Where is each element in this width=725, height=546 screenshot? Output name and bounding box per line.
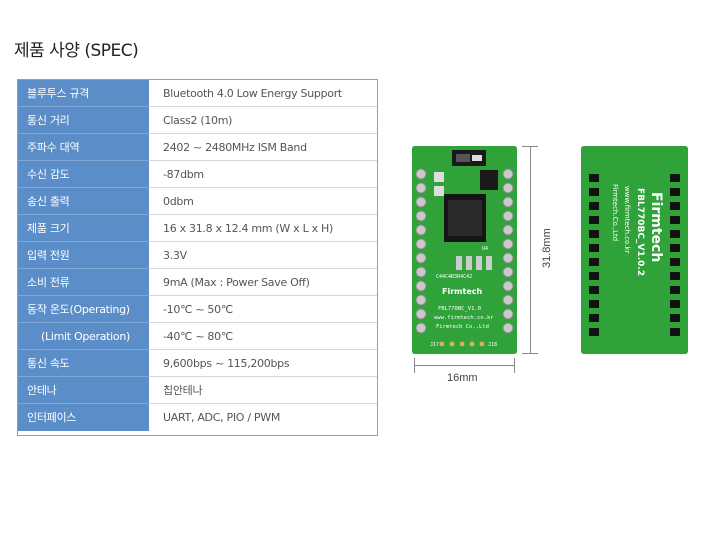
spec-row-frequency: 주파수 대역 2402 ~ 2480MHz ISM Band (18, 134, 377, 161)
pcb-back-brand: Firmtech (648, 192, 664, 263)
spec-row-op-temp: 동작 온도(Operating) -10℃ ~ 50℃ (18, 296, 377, 323)
spec-value: -40℃ ~ 80℃ (149, 323, 377, 350)
width-dimension-line (414, 365, 515, 366)
spec-row-tx-power: 송신 출력 0dbm (18, 188, 377, 215)
width-dimension-tick-right (514, 358, 515, 373)
pcb-front-brand: Firmtech (442, 287, 483, 296)
pcb-front-image: C44C4R3R4C42 U4 Firmtech FBL770BC_V1.0 w… (412, 146, 517, 354)
length-dimension-tick-bottom (522, 353, 538, 354)
spec-value: -87dbm (149, 161, 377, 188)
pcb-front-url: www.firmtech.co.kr (434, 315, 494, 321)
spec-row-speed: 통신 속도 9,600bps ~ 115,200bps (18, 350, 377, 377)
length-dimension-line (530, 146, 531, 354)
pcb-front-company: Firmtech Co.,Ltd (436, 324, 489, 330)
spec-value: 2402 ~ 2480MHz ISM Band (149, 134, 377, 161)
spec-value: 칩안테나 (149, 377, 377, 404)
spec-value: -10℃ ~ 50℃ (149, 296, 377, 323)
spec-label: (Limit Operation) (18, 323, 149, 350)
spec-row-antenna: 안테나 칩안테나 (18, 377, 377, 404)
spec-label: 입력 전원 (18, 242, 149, 269)
spec-label: 통신 거리 (18, 107, 149, 134)
spec-row-range: 통신 거리 Class2 (10m) (18, 107, 377, 134)
spec-row-current: 소비 전류 9mA (Max : Power Save Off) (18, 269, 377, 296)
spec-value: Class2 (10m) (149, 107, 377, 134)
spec-value: 16 x 31.8 x 12.4 mm (W x L x H) (149, 215, 377, 242)
spec-row-limit-temp: (Limit Operation) -40℃ ~ 80℃ (18, 323, 377, 350)
spec-label: 주파수 대역 (18, 134, 149, 161)
pcb-front-j18: J18 (488, 342, 498, 348)
width-dimension-label: 16mm (447, 372, 478, 384)
spec-row-power: 입력 전원 3.3V (18, 242, 377, 269)
spec-value: UART, ADC, PIO / PWM (149, 404, 377, 431)
spec-row-interface: 인터페이스 UART, ADC, PIO / PWM (18, 404, 377, 431)
length-dimension-label: 31.8mm (541, 228, 553, 268)
spec-label: 동작 온도(Operating) (18, 296, 149, 323)
pcb-back-model: FBL770BC_V1.0.2 (635, 188, 645, 277)
spec-row-size: 제품 크기 16 x 31.8 x 12.4 mm (W x L x H) (18, 215, 377, 242)
spec-value: 9,600bps ~ 115,200bps (149, 350, 377, 377)
spec-value: Bluetooth 4.0 Low Energy Support (149, 80, 377, 107)
spec-value: 9mA (Max : Power Save Off) (149, 269, 377, 296)
spec-label: 소비 전류 (18, 269, 149, 296)
spec-label: 제품 크기 (18, 215, 149, 242)
pcb-front-j17: J17 (430, 342, 440, 348)
width-dimension-tick-left (414, 358, 415, 373)
pcb-back-drawing (581, 146, 688, 354)
pcb-back-company: Firmtech.Co.,Ltd (611, 184, 619, 242)
pcb-front-part-labels: C44C4R3R4C42 (436, 274, 473, 280)
spec-row-sensitivity: 수신 감도 -87dbm (18, 161, 377, 188)
pcb-back-image: Firmtech FBL770BC_V1.0.2 www.firmtech.co… (581, 146, 688, 354)
spec-label: 인터페이스 (18, 404, 149, 431)
pcb-back-url: www.firmtech.co.kr (623, 186, 631, 254)
spec-row-bluetooth: 블루투스 규격 Bluetooth 4.0 Low Energy Support (18, 80, 377, 107)
pcb-front-u4: U4 (482, 246, 489, 252)
spec-table: 블루투스 규격 Bluetooth 4.0 Low Energy Support… (17, 79, 378, 436)
spec-label: 수신 감도 (18, 161, 149, 188)
spec-label: 블루투스 규격 (18, 80, 149, 107)
spec-label: 안테나 (18, 377, 149, 404)
spec-label: 송신 출력 (18, 188, 149, 215)
pcb-front-drawing (412, 146, 517, 354)
spec-label: 통신 속도 (18, 350, 149, 377)
pcb-front-model: FBL770BC_V1.0 (438, 306, 482, 312)
page-title: 제품 사양 (SPEC) (14, 41, 139, 61)
length-dimension-tick-top (522, 146, 538, 147)
spec-value: 0dbm (149, 188, 377, 215)
spec-value: 3.3V (149, 242, 377, 269)
